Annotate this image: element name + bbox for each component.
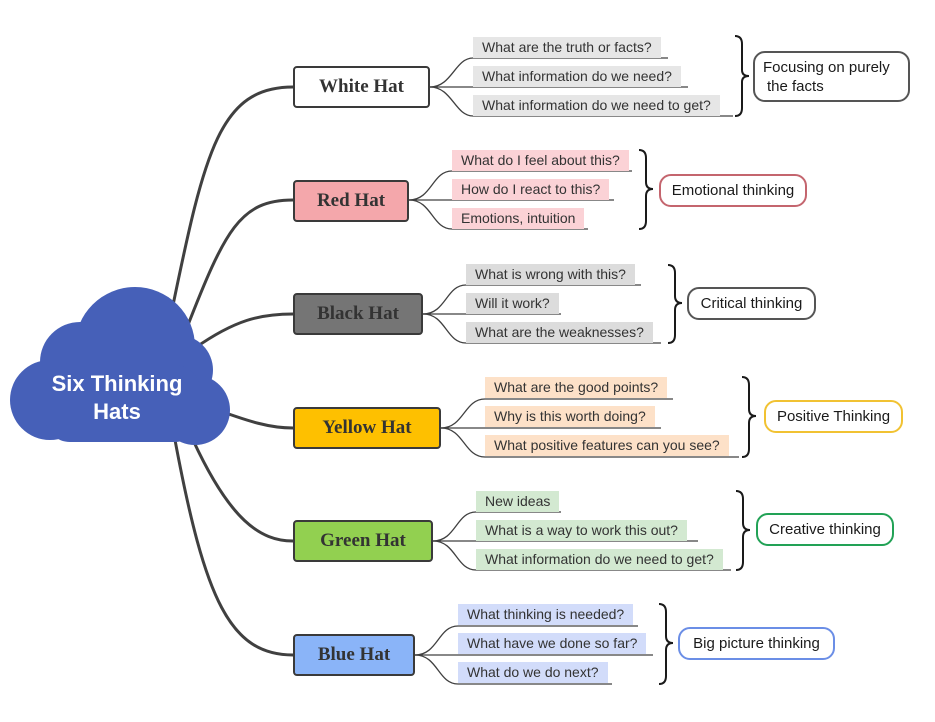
yellow-hat-summary[interactable]: Positive Thinking xyxy=(764,400,903,433)
white-hat-summary-line-2: the facts xyxy=(767,77,824,95)
green-hat-node[interactable]: Green Hat xyxy=(293,520,433,562)
blue-hat-question-2[interactable]: What have we done so far? xyxy=(458,633,647,654)
brace-black xyxy=(667,264,683,344)
branch-green-hat xyxy=(191,438,295,543)
branch-black-hat xyxy=(193,312,295,350)
black-hat-summary[interactable]: Critical thinking xyxy=(687,287,816,320)
white-hat-summary-line-1: Focusing on purely xyxy=(763,58,890,76)
yellow-hat-question-1[interactable]: What are the good points? xyxy=(485,377,668,398)
black-hat-question-3[interactable]: What are the weaknesses? xyxy=(466,322,653,343)
branch-red-hat xyxy=(184,198,295,332)
white-hat-question-2[interactable]: What information do we need? xyxy=(473,66,681,87)
white-hat-node[interactable]: White Hat xyxy=(293,66,430,108)
branch-blue-hat xyxy=(173,438,295,657)
brace-red xyxy=(638,149,654,230)
blue-hat-question-3[interactable]: What do we do next? xyxy=(458,662,608,683)
branch-white-hat xyxy=(170,85,295,312)
brace-green xyxy=(735,490,751,571)
green-hat-question-3[interactable]: What information do we need to get? xyxy=(476,549,723,570)
red-hat-summary[interactable]: Emotional thinking xyxy=(659,174,807,207)
green-hat-question-1[interactable]: New ideas xyxy=(476,491,560,512)
yellow-hat-question-3[interactable]: What positive features can you see? xyxy=(485,435,729,456)
brace-blue xyxy=(658,603,674,685)
red-hat-node[interactable]: Red Hat xyxy=(293,180,409,222)
blue-hat-summary[interactable]: Big picture thinking xyxy=(678,627,835,660)
black-hat-question-2[interactable]: Will it work? xyxy=(466,293,559,314)
white-hat-question-3[interactable]: What information do we need to get? xyxy=(473,95,720,116)
brace-yellow xyxy=(741,376,757,458)
red-hat-question-3[interactable]: Emotions, intuition xyxy=(452,208,585,229)
green-hat-summary[interactable]: Creative thinking xyxy=(756,513,894,546)
blue-hat-node[interactable]: Blue Hat xyxy=(293,634,415,676)
black-hat-node[interactable]: Black Hat xyxy=(293,293,423,335)
red-hat-question-1[interactable]: What do I feel about this? xyxy=(452,150,629,171)
root-topic[interactable]: Six Thinking Hats xyxy=(20,370,214,426)
red-hat-question-2[interactable]: How do I react to this? xyxy=(452,179,610,200)
root-cloud xyxy=(10,287,230,445)
white-hat-summary[interactable]: Focusing on purely the facts xyxy=(753,51,910,102)
root-title-line-2: Hats xyxy=(93,399,141,424)
yellow-hat-question-2[interactable]: Why is this worth doing? xyxy=(485,406,655,427)
green-hat-question-2[interactable]: What is a way to work this out? xyxy=(476,520,687,541)
brace-white xyxy=(734,35,750,117)
white-hat-question-1[interactable]: What are the truth or facts? xyxy=(473,37,661,58)
yellow-hat-node[interactable]: Yellow Hat xyxy=(293,407,441,449)
blue-hat-question-1[interactable]: What thinking is needed? xyxy=(458,604,634,625)
root-title-line-1: Six Thinking xyxy=(51,371,183,396)
black-hat-question-1[interactable]: What is wrong with this? xyxy=(466,264,635,285)
